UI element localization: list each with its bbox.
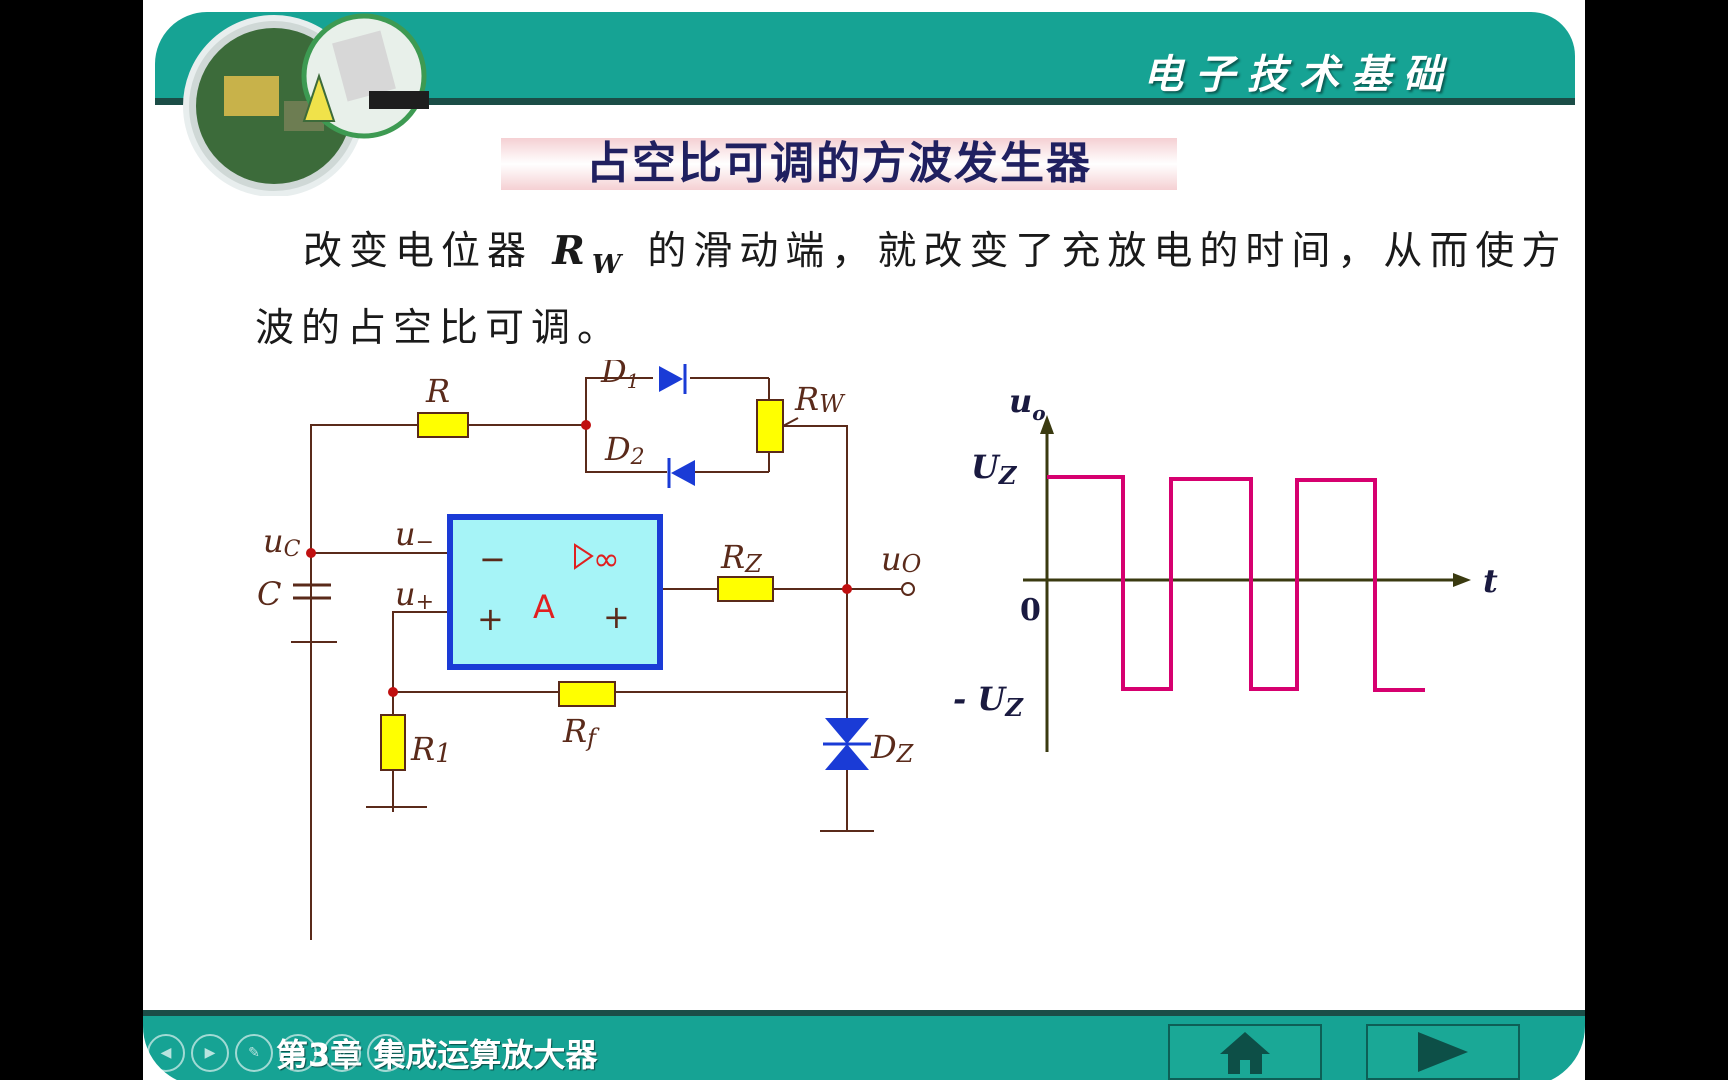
axis-x-label: t xyxy=(1483,562,1498,600)
circuit-diagram: R D1 D2 RW uC u− u+ C RZ uO Rf R1 DZ − +… xyxy=(257,360,1498,940)
opamp-A xyxy=(447,514,663,670)
zener-Dz xyxy=(825,718,869,744)
zoom-icon[interactable]: ⌕ xyxy=(323,1034,361,1072)
origin-label: 0 xyxy=(1020,593,1041,628)
next-arrow-icon xyxy=(1418,1032,1468,1072)
opamp-inf: ∞ xyxy=(593,540,620,578)
label-R: R xyxy=(425,372,450,410)
axis-y-label: uo xyxy=(1009,382,1046,425)
description-paragraph: 改变电位器 RW 的滑动端，就改变了充放电的时间，从而使方波的占空比可调。 xyxy=(255,220,1585,360)
label-D2: D2 xyxy=(604,430,645,470)
diode-D2 xyxy=(671,460,695,486)
home-button[interactable] xyxy=(1168,1024,1322,1080)
opamp-label-A: A xyxy=(533,588,555,626)
square-wave xyxy=(1047,475,1425,692)
lower-level-label: - UZ xyxy=(953,680,1024,722)
next-button[interactable] xyxy=(1366,1024,1520,1080)
paragraph-text-post: 的滑动端，就改变了充放电的时间，从而使方波的占空比可调。 xyxy=(255,229,1568,351)
label-uplus: u+ xyxy=(395,575,434,615)
label-D1: D1 xyxy=(600,360,639,393)
resistor-Rf xyxy=(558,681,616,707)
next-slide-icon[interactable]: ▶ xyxy=(191,1034,229,1072)
label-Rf: Rf xyxy=(562,712,600,752)
slide-title: 占空比可调的方波发生器 xyxy=(586,138,1092,189)
slides-icon[interactable]: ▦ xyxy=(279,1034,317,1072)
resistor-Rz xyxy=(717,576,774,602)
label-uo: uO xyxy=(881,540,922,578)
label-Dz: DZ xyxy=(870,728,915,768)
slide: 电子技术基础 占空比可调的方波发生器 改变电位器 RW 的滑动端，就改变了充放电… xyxy=(143,0,1585,1080)
opamp-out-plus: + xyxy=(603,598,630,636)
label-Rw: RW xyxy=(794,380,846,418)
paragraph-text-pre: 改变电位器 xyxy=(303,229,553,274)
opamp-plus: + xyxy=(477,600,504,638)
label-uminus: u− xyxy=(395,515,434,555)
label-R1: R1 xyxy=(410,730,452,769)
diode-D1 xyxy=(659,366,683,392)
more-icon[interactable]: ⋯ xyxy=(367,1034,405,1072)
slide-title-box: 占空比可调的方波发生器 xyxy=(501,138,1177,190)
footer-bar: 第3章 集成运算放大器 xyxy=(143,1010,1585,1080)
resistor-R xyxy=(417,412,469,438)
waveform-chart: uo t UZ - UZ 0 xyxy=(953,382,1498,752)
rw-symbol: RW xyxy=(552,228,629,280)
home-icon xyxy=(1220,1032,1270,1074)
resistor-R1 xyxy=(380,714,406,771)
course-title: 电子技术基础 xyxy=(1143,51,1455,98)
prev-slide-icon[interactable]: ◀ xyxy=(147,1034,185,1072)
logo-emblem xyxy=(183,13,429,196)
label-C: C xyxy=(257,575,281,613)
label-Rz: RZ xyxy=(720,538,763,578)
upper-level-label: UZ xyxy=(971,448,1018,490)
pen-icon[interactable]: ✎ xyxy=(235,1034,273,1072)
opamp-minus: − xyxy=(479,540,506,578)
label-uc: uC xyxy=(263,522,301,562)
potentiometer-Rw xyxy=(756,399,784,453)
